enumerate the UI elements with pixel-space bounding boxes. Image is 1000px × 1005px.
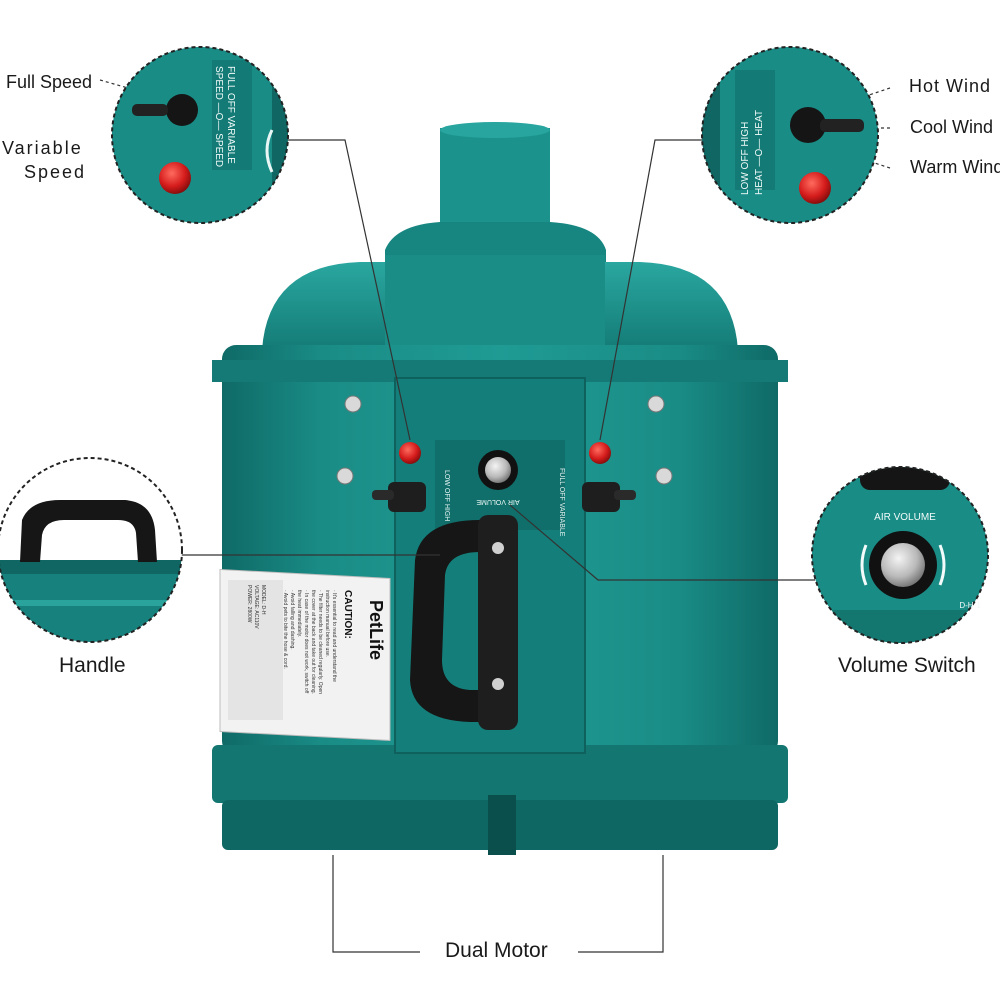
variable-speed-label-line2: Speed (24, 162, 87, 182)
sticker-line-1: · It's essential to read and understand … (331, 590, 337, 682)
zoom-air-volume: AIR VOLUME (874, 512, 936, 523)
sticker-voltage: VOLTAGE: AC110V (253, 585, 259, 629)
hot-wind-label: Hot Wind (909, 76, 992, 96)
zoom-speed-line1: FULL OFF VARIABLE (225, 66, 236, 164)
sticker-line-6: the heat immediately. (296, 590, 302, 637)
sticker-line-3: · The filter needs to be cleaned regular… (317, 590, 323, 694)
dual-motor-label: Dual Motor (445, 939, 548, 962)
sticker-brand: PetLife (366, 600, 386, 660)
variable-speed-label-line1: Variable (2, 138, 83, 158)
zoom-speed-line2: SPEED —O— SPEED (213, 66, 224, 167)
sticker-line-4: the cover at the back and take out for c… (310, 590, 316, 694)
volume-switch-label: Volume Switch (838, 654, 976, 677)
sticker-caution-title: CAUTION: (342, 590, 353, 639)
handle (410, 515, 518, 730)
zoom-heat-line2: HEAT —O— HEAT (754, 110, 765, 195)
sticker-model: MODEL: D-H (260, 585, 266, 615)
handle-label: Handle (59, 654, 126, 677)
zoom-volume-switch (811, 466, 989, 644)
zoom-model-code: D-H-1 (959, 601, 981, 610)
body-speed-label: FULL OFF VARIABLE (558, 468, 565, 537)
zoom-handle (0, 457, 183, 643)
sticker-line-8: · Avoid pets to bite the hose & cord. (282, 590, 288, 669)
zoom-heat-line1: LOW OFF HIGH (740, 122, 751, 195)
sticker-power: POWER: 2800W (246, 585, 252, 623)
sticker-line-7: · Avoid falling and dashing. (289, 590, 295, 650)
warm-wind-label: Warm Wind (910, 157, 1000, 177)
sticker-line-5: · In case of the motor does not work, sw… (303, 590, 309, 694)
leader-lines (99, 79, 891, 953)
caution-sticker (219, 569, 391, 741)
body-air-volume-label: AIR VOLUME (476, 498, 520, 505)
body-heat-label: LOW OFF HIGH (443, 470, 450, 521)
zoom-speed-switch (111, 46, 289, 224)
blower-body (212, 122, 788, 855)
full-speed-label: Full Speed (6, 72, 93, 92)
cool-wind-label: Cool Wind (910, 117, 994, 137)
sticker-line-2: instruction manual before use. (324, 590, 330, 657)
zoom-heat-switch (701, 46, 879, 224)
